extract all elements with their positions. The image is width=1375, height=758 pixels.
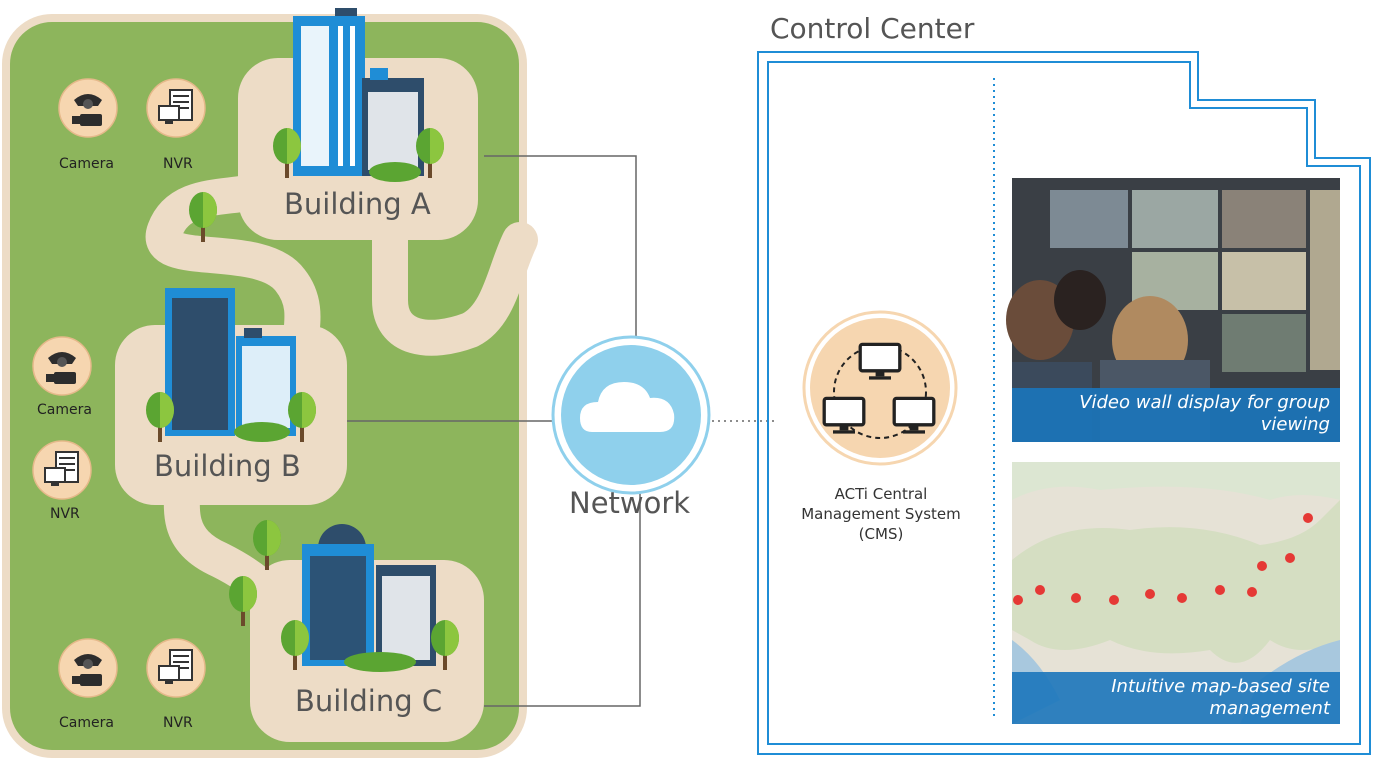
- building-c-label: Building C: [295, 684, 443, 718]
- network-links: [347, 155, 774, 707]
- building-b-label: Building B: [154, 449, 301, 483]
- network-cloud-icon: [551, 335, 711, 495]
- building-b-graphic: [146, 288, 316, 442]
- video-wall-caption: Video wall display for group viewing: [1012, 388, 1340, 442]
- map-caption: Intuitive map-based site management: [1012, 672, 1340, 724]
- cms-label: ACTi Central Management System (CMS): [801, 485, 961, 543]
- building-a-graphic: [273, 8, 444, 182]
- nvr-label: NVR: [163, 715, 193, 731]
- control-center-title: Control Center: [770, 12, 975, 45]
- camera-icon: [32, 336, 92, 396]
- nvr-label: NVR: [50, 506, 80, 522]
- camera-icon: [58, 78, 118, 138]
- camera-label: Camera: [59, 715, 114, 731]
- control-center-frame: [757, 51, 1371, 755]
- network-label: Network: [569, 486, 691, 520]
- camera-icon: [58, 638, 118, 698]
- nvr-icon: [146, 638, 206, 698]
- building-c-graphic: [281, 524, 459, 672]
- cms-icon: [802, 310, 958, 466]
- camera-label: Camera: [59, 156, 114, 172]
- camera-label: Camera: [37, 402, 92, 418]
- nvr-icon: [146, 78, 206, 138]
- building-a-label: Building A: [284, 187, 431, 221]
- nvr-icon: [32, 440, 92, 500]
- nvr-label: NVR: [163, 156, 193, 172]
